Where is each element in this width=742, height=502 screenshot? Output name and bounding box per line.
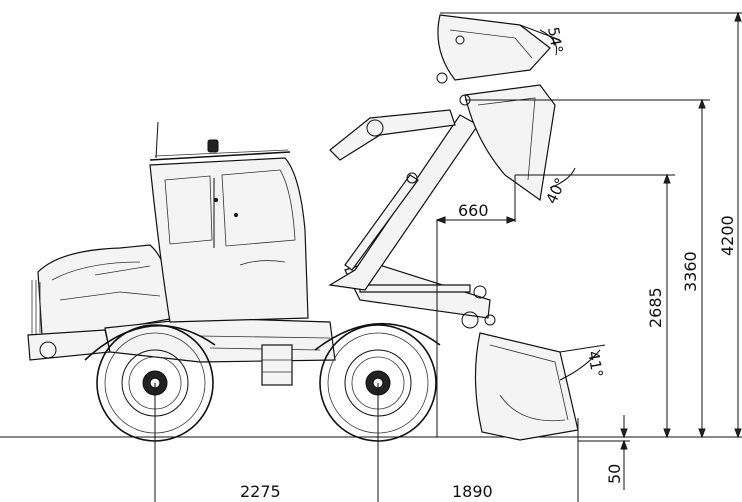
dimension-lines [154,11,742,502]
dimension-660: 660 [458,201,489,220]
dimension-50: 50 [605,464,624,484]
angle-41: 41° [584,350,606,379]
dimension-4200: 4200 [718,215,737,256]
lowered-arm-and-bucket [344,261,579,441]
angle-54: 54° [544,26,566,55]
dimension-2275: 2275 [240,482,281,501]
raised-arm-and-bucket [328,14,556,291]
loader-body [27,121,441,386]
dimension-2685: 2685 [646,287,665,328]
dimension-3360: 3360 [681,251,700,292]
dimension-1890: 1890 [452,482,493,501]
